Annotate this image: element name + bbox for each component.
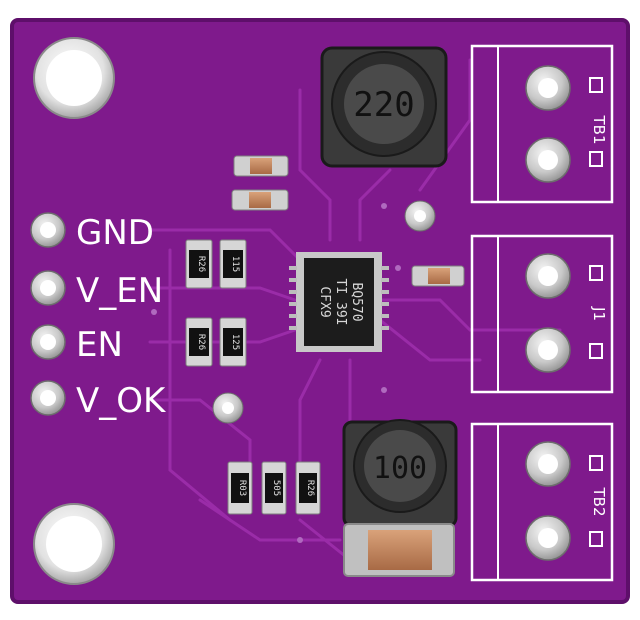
ic-marking-line3: CFX9 xyxy=(317,286,332,317)
resistor-r3-marking: R26 xyxy=(196,334,206,350)
resistor-r4: 125 xyxy=(219,317,247,367)
resistor-r1-marking: R26 xyxy=(196,256,206,272)
resistor-r4-marking: 125 xyxy=(230,334,240,350)
pin-label-en: EN xyxy=(76,325,123,365)
ic-marking-line1: BQ570 xyxy=(349,282,364,321)
terminal-block-tb1: TB1 xyxy=(470,44,614,204)
resistor-r7-marking: R26 xyxy=(305,480,315,496)
terminal-block-tb2: TB2 xyxy=(470,422,614,582)
terminal-block-j1: J1 xyxy=(470,234,614,394)
pin-label-gnd: GND xyxy=(76,213,154,253)
pin-label-v-en: V_EN xyxy=(76,271,163,311)
inductor-220-marking: 220 xyxy=(353,85,414,125)
resistor-r1: R26 xyxy=(185,239,213,289)
resistor-r2-marking: 115 xyxy=(230,256,240,272)
header-pins: GND V_EN EN V_OK xyxy=(30,212,167,421)
vias xyxy=(151,200,436,543)
resistor-r2: 115 xyxy=(219,239,247,289)
resistor-r7: R26 xyxy=(295,461,321,515)
resistor-r5: R03 xyxy=(227,461,253,515)
terminal-blocks: TB1 J1 TB2 xyxy=(470,44,614,582)
pin-label-v-ok: V_OK xyxy=(76,381,167,421)
resistor-r6-marking: 505 xyxy=(271,480,281,496)
terminal-label-tb2: TB2 xyxy=(590,487,608,517)
ic-chip: BQ570 TI 39I CFX9 xyxy=(289,252,389,352)
terminal-label-tb1: TB1 xyxy=(590,115,608,145)
capacitors-small xyxy=(231,155,465,287)
ic-marking-line2: TI 39I xyxy=(333,279,348,326)
resistor-r3: R26 xyxy=(185,317,213,367)
capacitor-large xyxy=(343,523,455,577)
pcb-edge-shade xyxy=(10,18,630,604)
inductor-100: 100 xyxy=(342,419,458,528)
terminal-label-j1: J1 xyxy=(590,306,608,321)
resistor-r6: 505 xyxy=(261,461,287,515)
inductor-220: 220 xyxy=(320,46,448,168)
resistor-r5-marking: R03 xyxy=(237,480,247,496)
inductor-100-marking: 100 xyxy=(373,451,427,486)
mounting-holes xyxy=(33,37,115,585)
resistors: R26 115 R26 125 R03 505 xyxy=(185,239,321,515)
